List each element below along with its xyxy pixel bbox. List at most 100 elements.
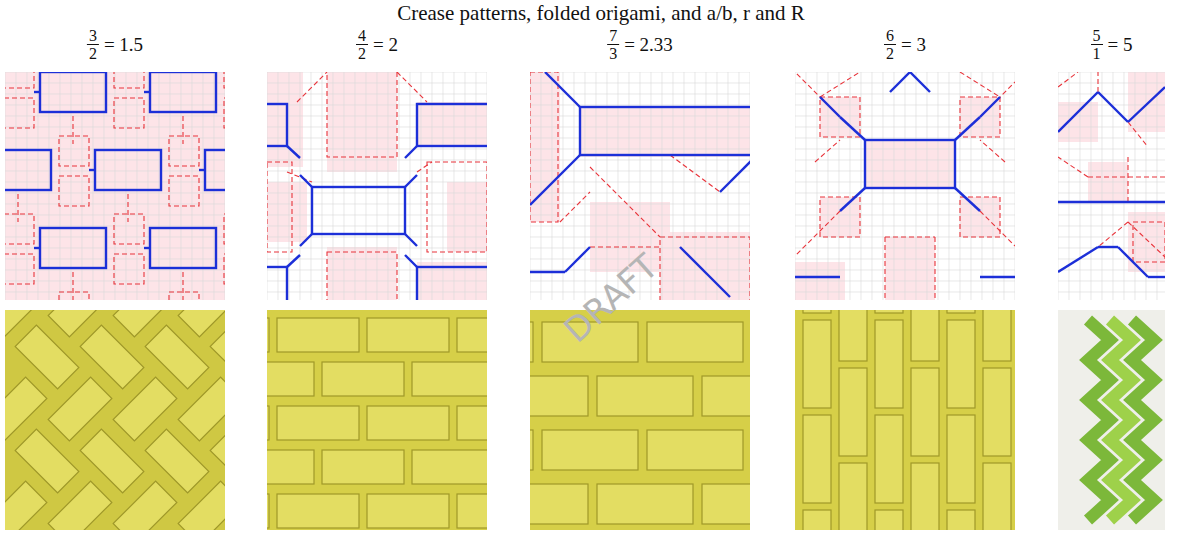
valley-fold	[427, 162, 487, 252]
valley-fold	[327, 72, 397, 157]
numerator: 7	[607, 27, 619, 45]
grid-line	[5, 127, 225, 128]
valley-fold	[5, 214, 34, 244]
folded-tile	[367, 494, 449, 528]
grid-line	[1058, 182, 1165, 183]
valley-fold	[934, 237, 935, 300]
paper	[1058, 72, 1165, 300]
grid-line	[410, 72, 411, 300]
valley-fold	[795, 211, 840, 256]
valley-fold	[590, 167, 660, 237]
mountain-fold	[150, 72, 216, 112]
grid-line	[1091, 72, 1092, 300]
grid-line	[181, 72, 182, 300]
grid-line	[267, 237, 487, 238]
crease-pattern	[795, 72, 1015, 300]
folded-model-photo	[1058, 310, 1165, 530]
grid-line	[1058, 83, 1165, 84]
grid-line	[949, 72, 950, 300]
grid-line	[883, 72, 884, 300]
grid-line	[104, 72, 105, 300]
grid-line	[795, 94, 1015, 95]
folded-tile	[530, 376, 588, 416]
pink-region	[267, 182, 307, 242]
mountain-fold	[890, 72, 910, 92]
grid-line	[5, 259, 225, 260]
grid-line	[850, 72, 851, 300]
mountain-fold	[150, 228, 216, 268]
grid-line	[541, 72, 542, 300]
zigzag-fold	[1110, 320, 1132, 520]
pink-region	[417, 102, 487, 147]
grid-line	[530, 127, 750, 128]
folded-tile	[457, 318, 487, 352]
folded-model-photo	[5, 310, 225, 530]
valley-fold	[815, 140, 840, 162]
mountain-fold	[95, 150, 161, 190]
mountain-fold	[300, 175, 312, 187]
grid-line	[795, 127, 1015, 128]
folded-tile	[983, 463, 1011, 530]
folded-tile	[267, 406, 269, 440]
grid-line	[476, 72, 477, 300]
mountain-fold	[40, 228, 106, 268]
valley-fold	[1128, 222, 1165, 257]
grid-line	[267, 149, 487, 150]
grid-line	[5, 171, 225, 172]
mountain-fold	[287, 255, 300, 267]
pink-region	[447, 182, 487, 252]
grid-line	[82, 72, 83, 300]
grid-line	[795, 281, 1015, 282]
folded-tile	[597, 484, 693, 524]
valley-fold	[960, 197, 1000, 237]
grid-line	[5, 105, 225, 106]
valley-fold	[417, 162, 432, 172]
folded-tile	[457, 406, 487, 440]
grid-line	[267, 182, 487, 183]
grid-line	[170, 72, 171, 300]
pink-region	[960, 197, 1000, 237]
grid-line	[267, 94, 487, 95]
folded-tile	[530, 430, 533, 470]
grid-line	[267, 204, 487, 205]
mountain-fold	[144, 247, 150, 249]
grid-line	[1058, 149, 1165, 150]
folded-tile	[267, 450, 314, 484]
grid-line	[60, 72, 61, 300]
folded-tile	[702, 484, 750, 524]
folded-tile	[647, 322, 743, 362]
grid-line	[1058, 259, 1165, 260]
mountain-fold	[530, 155, 580, 205]
numerator: 6	[884, 27, 896, 45]
grid-line	[1058, 72, 1059, 300]
folded-tile	[947, 320, 975, 408]
grid-line	[1058, 72, 1165, 73]
folded-tile	[178, 481, 225, 530]
mountain-fold	[795, 276, 840, 278]
numerator: 3	[87, 27, 99, 45]
valley-fold	[169, 176, 199, 206]
mountain-fold	[1058, 201, 1165, 203]
grid-line	[1080, 72, 1081, 300]
grid-line	[5, 83, 225, 84]
grid-line	[432, 72, 433, 300]
grid-line	[454, 72, 455, 300]
crease-pattern	[267, 72, 487, 300]
grid-line	[817, 72, 818, 300]
grid-line	[278, 72, 279, 300]
valley-fold	[224, 98, 225, 128]
grid-line	[1058, 171, 1165, 172]
valley-fold	[287, 172, 312, 182]
grid-line	[5, 270, 225, 271]
mountain-fold	[840, 188, 865, 211]
mountain-fold	[34, 247, 40, 249]
grid-line	[5, 248, 225, 249]
folded-tile	[48, 481, 112, 530]
valley-fold	[224, 72, 225, 88]
folded-tile	[911, 368, 939, 456]
paper	[795, 72, 1015, 300]
valley-fold	[224, 254, 225, 284]
paper	[795, 310, 1015, 530]
mountain-fold	[34, 91, 40, 93]
folded-tile	[947, 415, 975, 503]
